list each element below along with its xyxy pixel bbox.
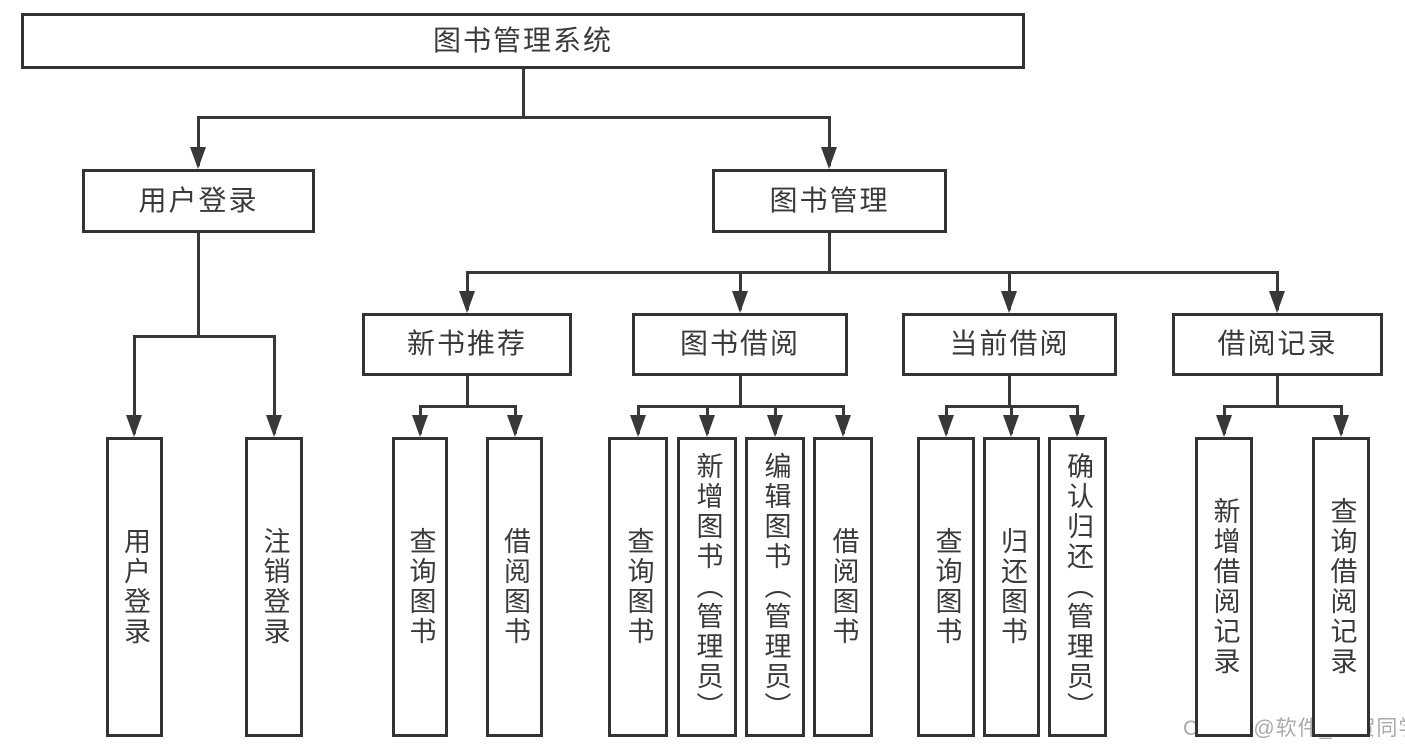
node-user-login: 用户登录 bbox=[82, 169, 315, 233]
connector-rail-user-login bbox=[132, 334, 276, 338]
arrowhead-down-icon bbox=[938, 415, 954, 437]
arrowhead-down-icon bbox=[1333, 415, 1349, 437]
arrowhead-down-icon bbox=[767, 415, 783, 437]
node-leaf-borrow-book-2: 借阅图书 bbox=[813, 437, 873, 737]
arrowhead-down-icon bbox=[732, 291, 748, 313]
connector-stem-current-borrow bbox=[1007, 376, 1011, 406]
node-current-borrow: 当前借阅 bbox=[902, 313, 1117, 376]
node-leaf-user-login: 用户登录 bbox=[106, 437, 163, 737]
connector-stem-root bbox=[521, 69, 525, 117]
connector-rail-borrow-record bbox=[1222, 404, 1343, 408]
node-leaf-add-borrow-rec: 新增借阅记录 bbox=[1195, 437, 1253, 737]
connector-rail-new-book-rec bbox=[418, 404, 517, 408]
arrowhead-down-icon bbox=[1216, 415, 1232, 437]
arrowhead-down-icon bbox=[821, 147, 837, 169]
arrowhead-down-icon bbox=[266, 415, 282, 437]
arrowhead-down-icon bbox=[412, 415, 428, 437]
node-leaf-return-book: 归还图书 bbox=[983, 437, 1040, 737]
connector-drop-root bbox=[827, 117, 831, 166]
node-leaf-query-borrow-rec: 查询借阅记录 bbox=[1312, 437, 1370, 737]
connector-stem-book-borrow bbox=[738, 376, 742, 406]
arrowhead-down-icon bbox=[699, 415, 715, 437]
arrowhead-down-icon bbox=[1269, 291, 1285, 313]
arrowhead-down-icon bbox=[1069, 415, 1085, 437]
connector-drop-root bbox=[196, 117, 200, 166]
connector-stem-new-book-rec bbox=[465, 376, 469, 406]
node-leaf-edit-book-admin: 编辑图书（管理员） bbox=[745, 437, 805, 737]
node-leaf-confirm-return: 确认归还（管理员） bbox=[1048, 437, 1107, 737]
arrowhead-down-icon bbox=[126, 415, 142, 437]
connector-stem-borrow-record bbox=[1275, 376, 1279, 406]
connector-drop-user-login bbox=[272, 336, 276, 434]
node-new-book-rec: 新书推荐 bbox=[362, 313, 572, 376]
arrowhead-down-icon bbox=[190, 147, 206, 169]
connector-rail-root bbox=[196, 115, 831, 119]
node-root: 图书管理系统 bbox=[21, 13, 1025, 69]
connector-stem-user-login bbox=[196, 233, 200, 336]
node-book-borrow: 图书借阅 bbox=[632, 313, 848, 376]
arrowhead-down-icon bbox=[1003, 415, 1019, 437]
node-book-mgmt: 图书管理 bbox=[712, 169, 947, 233]
connector-rail-book-mgmt bbox=[465, 270, 1279, 274]
connector-stem-book-mgmt bbox=[827, 233, 831, 272]
node-leaf-logout: 注销登录 bbox=[245, 437, 303, 737]
node-leaf-add-book-admin: 新增图书（管理员） bbox=[677, 437, 737, 737]
arrowhead-down-icon bbox=[507, 415, 523, 437]
arrowhead-down-icon bbox=[630, 415, 646, 437]
arrowhead-down-icon bbox=[459, 291, 475, 313]
node-borrow-record: 借阅记录 bbox=[1172, 313, 1383, 376]
node-leaf-query-book-2: 查询图书 bbox=[608, 437, 668, 737]
node-leaf-borrow-book-1: 借阅图书 bbox=[486, 437, 543, 737]
node-leaf-query-book-3: 查询图书 bbox=[917, 437, 975, 737]
arrowhead-down-icon bbox=[835, 415, 851, 437]
arrowhead-down-icon bbox=[1001, 291, 1017, 313]
connector-rail-book-borrow bbox=[636, 404, 845, 408]
connector-drop-user-login bbox=[132, 336, 136, 434]
node-leaf-query-book-1: 查询图书 bbox=[392, 437, 448, 737]
